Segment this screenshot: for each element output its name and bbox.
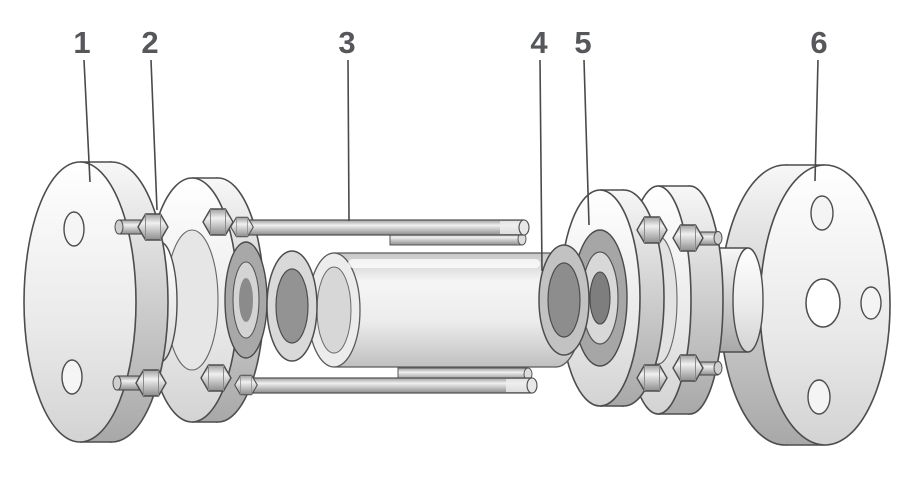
gasket-bore <box>275 268 309 344</box>
callout-line-6 <box>814 59 819 182</box>
stud-end-face <box>114 219 124 235</box>
gasket-bore <box>547 262 581 338</box>
tie-rod-top <box>237 219 530 236</box>
bolt-hole <box>61 359 83 395</box>
callout-line-4 <box>539 59 543 272</box>
callout-label-1: 1 <box>73 25 90 60</box>
center-bore <box>589 271 611 325</box>
tie-rod-bottom <box>241 377 538 394</box>
hex-nut <box>672 224 704 252</box>
callout-label-4: 4 <box>530 25 548 60</box>
bolt-hole <box>63 211 85 247</box>
callout-label-6: 6 <box>810 25 827 60</box>
hex-nut <box>230 216 254 238</box>
rod-thread <box>506 379 530 392</box>
hex-nut <box>137 213 169 241</box>
callout-line-1 <box>83 59 91 183</box>
stud-end-face <box>112 375 122 391</box>
bolt-hole <box>860 286 882 320</box>
bolt-hole <box>810 195 834 231</box>
tie-rod-bottom-rear <box>397 367 533 381</box>
hex-nut <box>135 369 167 397</box>
hex-nut <box>636 216 668 244</box>
hub-end-face <box>732 247 764 353</box>
rod-end-face <box>526 377 538 394</box>
part-4-gasket <box>538 244 590 356</box>
part-6-outer-flange <box>719 164 891 446</box>
rod-body <box>237 219 525 236</box>
center-bore <box>239 278 253 322</box>
part-5-inner-flange <box>559 189 665 407</box>
left-gasket <box>266 250 318 362</box>
rod-thread <box>500 221 524 234</box>
hex-nut <box>200 364 232 392</box>
callout-line-5 <box>583 59 590 226</box>
stud-end-face <box>713 231 723 245</box>
bolt-hole <box>807 379 831 415</box>
stud-ends-right <box>699 231 723 376</box>
stud-end-face <box>713 361 723 375</box>
tube-body <box>334 253 556 367</box>
callout-line-2 <box>150 59 158 211</box>
hex-nut <box>202 208 234 236</box>
callout-line-3 <box>347 59 350 222</box>
tube-highlight <box>348 259 540 268</box>
flange-face <box>23 161 137 443</box>
center-bore <box>805 278 841 328</box>
callout-label-3: 3 <box>338 25 355 60</box>
part-1-outer-flange <box>23 161 169 443</box>
rod-body <box>241 377 533 394</box>
hex-nut <box>234 374 258 396</box>
callout-label-2: 2 <box>141 25 158 60</box>
tube-inner-wall <box>316 266 352 354</box>
rod-end-face <box>518 219 530 236</box>
callout-label-5: 5 <box>574 25 591 60</box>
hex-nut <box>672 354 704 382</box>
callouts: 1 2 3 4 5 6 <box>73 25 828 272</box>
hex-nut <box>636 364 668 392</box>
